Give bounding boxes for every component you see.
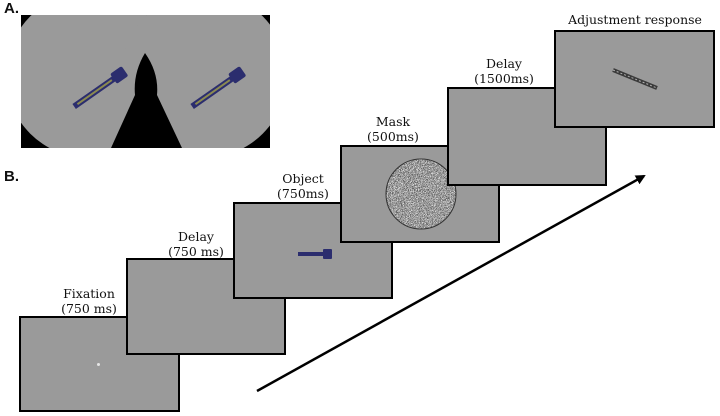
stimulus-apertures bbox=[21, 15, 270, 148]
panel-a-label: A. bbox=[4, 0, 19, 17]
flashlight-icon bbox=[190, 66, 246, 109]
object-caption: Object(750ms) bbox=[277, 171, 329, 201]
fixation-dot-icon bbox=[97, 363, 100, 366]
flashlight-icon bbox=[298, 249, 332, 259]
fixation-caption: Fixation(750 ms) bbox=[61, 286, 117, 316]
delay-long-screen bbox=[447, 87, 607, 186]
binocular-stimulus-display bbox=[21, 15, 270, 148]
adjustment-response-screen bbox=[554, 30, 715, 128]
adjustment-response-caption: Adjustment response bbox=[568, 12, 702, 27]
response-bar-icon bbox=[612, 68, 658, 90]
noise-mask-icon bbox=[385, 158, 457, 230]
panel-b-label: B. bbox=[4, 168, 19, 185]
flashlight-icon bbox=[72, 66, 128, 109]
delay-caption: Delay(750 ms) bbox=[168, 229, 224, 259]
delay-long-caption: Delay(1500ms) bbox=[474, 56, 534, 86]
mask-caption: Mask(500ms) bbox=[367, 114, 419, 144]
